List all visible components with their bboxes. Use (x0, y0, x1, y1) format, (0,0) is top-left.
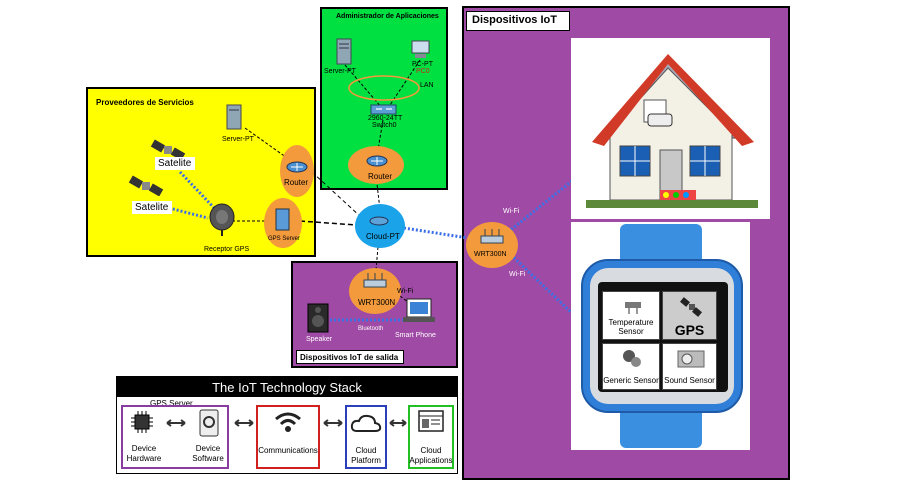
switch-sub-label: Switch0 (372, 122, 397, 129)
arrow-hw-sw-icon (166, 419, 186, 427)
stack-cloud-box (345, 405, 387, 469)
stack-title-bar (117, 377, 457, 397)
link-sat2-receptor (164, 205, 209, 220)
link-gps-cloud (299, 220, 357, 226)
router-icon-admin (366, 155, 388, 167)
stack-comm-box (256, 405, 320, 469)
providers-title: Proveedores de Servicios (96, 98, 194, 107)
temperature-sensor-icon (625, 302, 641, 314)
wifi-icon (275, 412, 301, 432)
lan-ring (348, 75, 420, 101)
wrt-iot-icon (480, 229, 504, 244)
chip-icon (131, 411, 153, 433)
generic-sensor-icon (623, 350, 641, 367)
wifi-out-label: Wi-Fi (397, 288, 414, 295)
sound-sensor-icon (677, 350, 705, 368)
wrt-iot-label: WRT300N (474, 251, 507, 258)
stack-apps-label: Cloud Applications (409, 446, 453, 465)
switch-icon (370, 104, 397, 115)
receptor-dish-icon (209, 203, 235, 236)
lan-label: LAN (420, 82, 434, 89)
stack-cloud-label: Cloud Platform (351, 446, 381, 465)
satellite-icon-2 (128, 175, 164, 196)
stack-hardware-label: Device Hardware (126, 444, 162, 463)
link-router-cloud-2 (311, 171, 363, 219)
wrt-out-icon (363, 273, 387, 288)
gps-server-icon (275, 208, 290, 231)
generic-sensor-label: Generic Sensor (603, 376, 659, 385)
link-server-switch (344, 64, 383, 109)
wifi-label-2: Wi-Fi (509, 271, 526, 278)
satellite-label-2-box (132, 201, 172, 214)
wifi-label-1: Wi-Fi (503, 208, 520, 215)
satellite-label-1-box (155, 157, 195, 170)
iot-title-box (466, 11, 570, 31)
output-title-box (296, 350, 404, 364)
server-label-admin: Server-PT (324, 68, 356, 75)
tablet-gear-icon (199, 409, 219, 437)
generic-sensor-tile: Generic Sensor (602, 343, 660, 390)
laptop-icon (403, 298, 435, 322)
stack-hw-sw-box (121, 405, 229, 469)
link-cloud-wrt (403, 226, 469, 240)
server-icon-admin (336, 38, 352, 65)
link-switch-router (377, 119, 384, 151)
pc-icon (411, 40, 430, 58)
stack-title: The IoT Technology Stack (212, 380, 362, 395)
cloud-label: Cloud-PT (366, 232, 400, 241)
gps-tile-label: GPS (674, 322, 705, 338)
stack-overlay-label: GPS Server (150, 399, 193, 408)
arrow-comm-cloud-icon (323, 419, 343, 427)
link-wrt-house (507, 175, 578, 234)
speaker-icon (307, 303, 329, 333)
gps-satellite-icon (680, 297, 702, 317)
pc-sub-label: PC0 (416, 68, 430, 75)
arrow-sw-comm-icon (234, 419, 254, 427)
stack-apps-box (408, 405, 454, 469)
receptor-label: Receptor GPS (204, 246, 250, 253)
cloud-halo (355, 204, 405, 248)
smartphone-label: Smart Phone (395, 332, 436, 339)
satellite-label-2: Satelite (135, 202, 169, 213)
sound-sensor-tile: Sound Sensor (662, 343, 717, 390)
speaker-label: Speaker (306, 336, 333, 343)
switch-label: 2960-24TT (368, 115, 403, 122)
iot-title: Dispositivos IoT (472, 14, 557, 26)
stack-software-label: Device Software (192, 444, 224, 463)
output-title: Dispositivos IoT de salida (300, 353, 399, 362)
router-icon-providers (286, 161, 308, 173)
cloud-icon (350, 414, 382, 432)
temperature-sensor-tile: Temperature Sensor (602, 291, 660, 340)
sound-sensor-label: Sound Sensor (664, 376, 715, 385)
server-icon-providers (226, 104, 242, 130)
link-wrt-watch (506, 250, 579, 320)
temperature-sensor-label: Temperature Sensor (608, 318, 654, 336)
wrt-out-label: WRT300N (358, 298, 396, 307)
link-sat1-receptor (178, 170, 220, 214)
router-label-admin: Router (368, 172, 393, 181)
router-label-providers: Router (284, 178, 309, 187)
stack-comms-label: Communications (258, 446, 318, 455)
gps-tile: GPS (662, 291, 717, 340)
gps-server-label: GPS Server (268, 236, 301, 242)
admin-title: Administrador de Aplicaciones (336, 13, 439, 20)
arrow-cloud-apps-icon (389, 419, 407, 427)
satellite-label-1: Satelite (158, 158, 192, 169)
server-label-providers: Server-PT (222, 136, 254, 143)
app-window-icon (418, 410, 444, 432)
bluetooth-label: Bluetooth (358, 326, 384, 332)
cloud-router-icon (369, 216, 389, 226)
pc-label: PC-PT (412, 61, 433, 68)
house-illustration (586, 54, 758, 208)
link-cloud-wrtout (375, 246, 379, 271)
